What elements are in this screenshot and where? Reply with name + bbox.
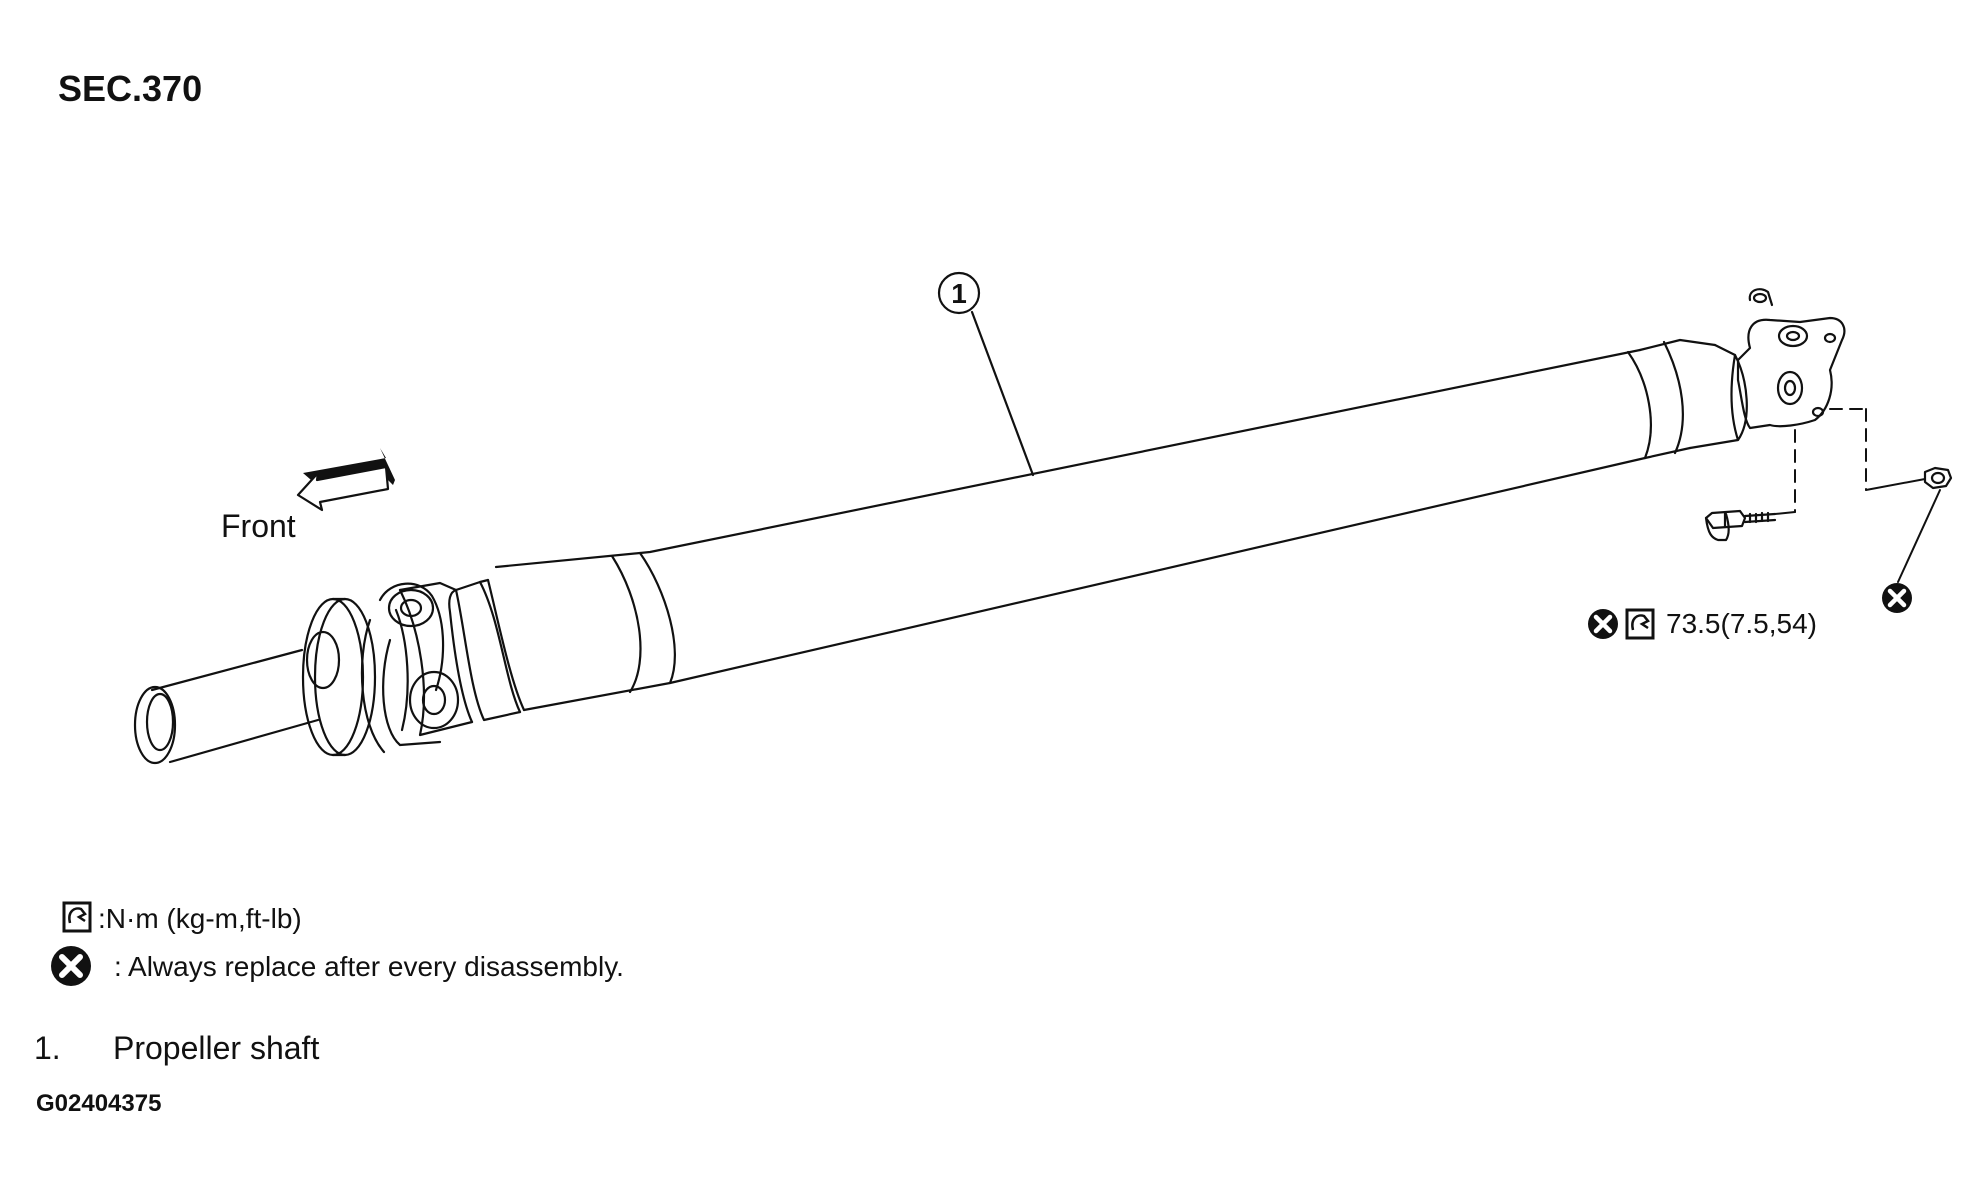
legend-always-replace: : Always replace after every disassembly… — [114, 951, 624, 982]
assembly-leader-lines — [1794, 408, 1867, 513]
always-replace-icon — [1588, 609, 1618, 639]
front-universal-joint — [133, 578, 522, 765]
front-label: Front — [221, 508, 296, 544]
callout-leader — [937, 271, 1035, 477]
solid-leader-lines — [1774, 478, 1941, 583]
callout-number: 1 — [951, 278, 967, 309]
figure-id: G02404375 — [36, 1090, 162, 1117]
legend-torque-unit: :N·m (kg-m,ft-lb) — [98, 903, 302, 934]
flange-bolt — [1704, 509, 1777, 542]
part-number: 1. — [34, 1030, 61, 1066]
part-name: Propeller shaft — [113, 1030, 320, 1066]
always-replace-icon — [1882, 583, 1912, 613]
torque-value: 73.5(7.5,54) — [1666, 608, 1817, 639]
front-direction-arrow-icon — [296, 448, 395, 512]
torque-wrench-icon — [1625, 608, 1655, 640]
shaft-tube — [486, 348, 1647, 712]
section-code: SEC.370 — [58, 68, 203, 109]
rear-flange-yoke — [1736, 288, 1846, 430]
always-replace-icon — [51, 946, 91, 986]
flange-nut — [1923, 466, 1953, 490]
rear-sleeve — [1626, 338, 1748, 460]
torque-wrench-icon — [62, 901, 92, 933]
